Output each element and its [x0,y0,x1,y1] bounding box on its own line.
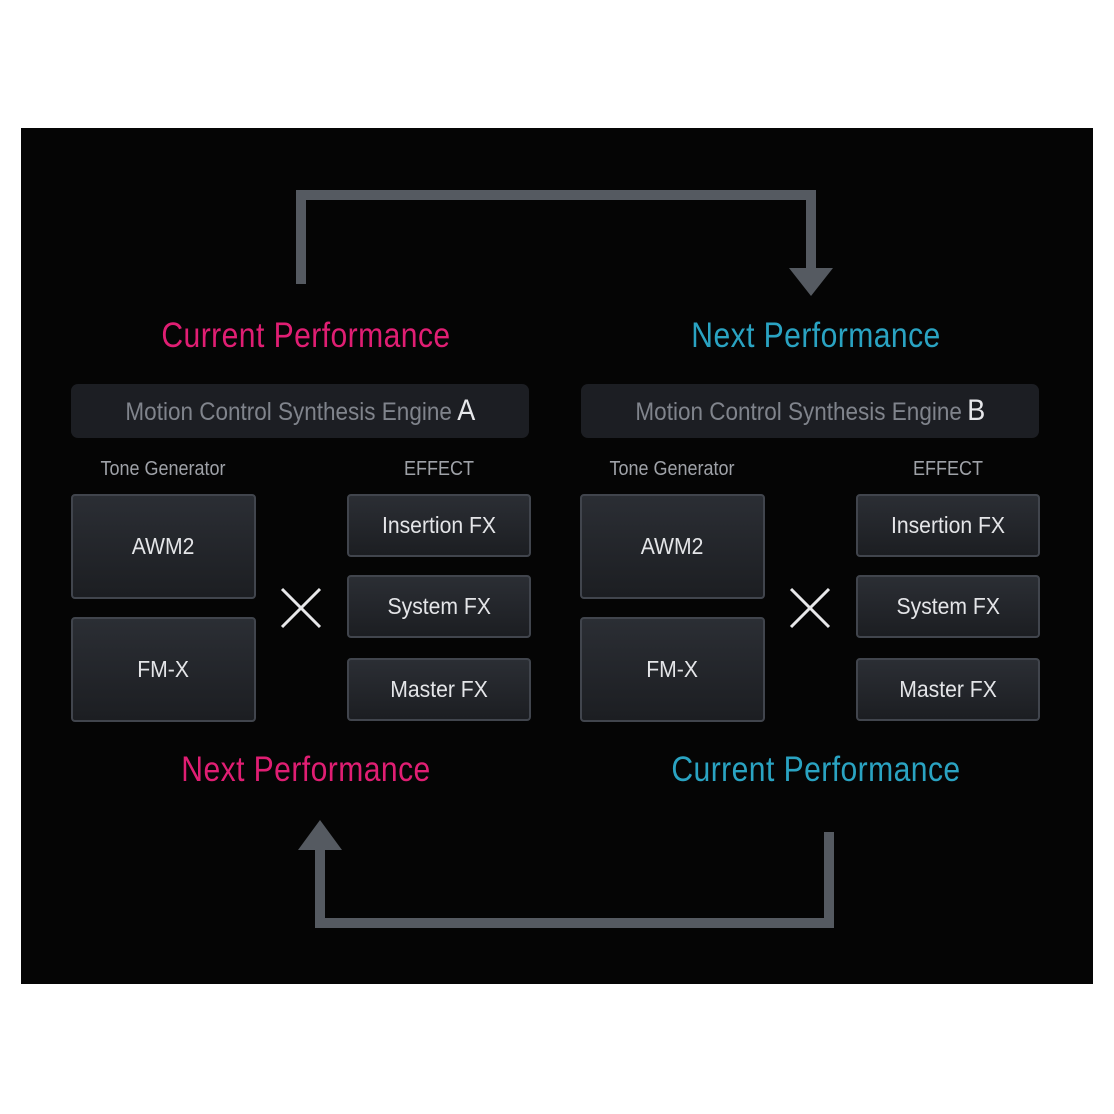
right-tone-generator-box: FM-X [580,617,765,722]
left-tone-generator-box: FM-X [71,617,256,722]
right-bottom-title: Current Performance [671,750,961,789]
right-effect-box: Master FX [856,658,1040,721]
arrow-right-down-icon [296,190,833,296]
left-tone-generator-label: FM-X [137,656,190,682]
left-tone-generator-box: AWM2 [71,494,256,599]
right-tone-generator-label: AWM2 [641,533,704,559]
arrow-left-up-icon [298,820,834,928]
left-effect-box: System FX [347,575,531,638]
right-effect-caption: EFFECT [912,458,984,480]
right-effect-box: System FX [856,575,1040,638]
left-effect-label: Master FX [390,676,488,702]
left-effect-label: System FX [387,593,491,619]
left-tone-generator-caption: Tone Generator [100,458,226,480]
times-icon [280,587,322,629]
engine-b-letter: B [966,394,985,427]
right-tone-generator-label: FM-X [646,656,699,682]
left-effect-box: Master FX [347,658,531,721]
right-top-title: Next Performance [691,316,941,355]
times-icon [789,587,831,629]
engine-b-label: Motion Control Synthesis Engine [635,398,962,426]
right-effect-label: Insertion FX [890,512,1006,538]
right-effect-label: Master FX [899,676,997,702]
left-tone-generator-label: AWM2 [132,533,195,559]
left-effect-caption: EFFECT [403,458,475,480]
left-top-title: Current Performance [161,316,451,355]
right-tone-generator-caption: Tone Generator [609,458,735,480]
left-bottom-title: Next Performance [181,750,431,789]
left-effect-box: Insertion FX [347,494,531,557]
left-effect-label: Insertion FX [381,512,497,538]
right-tone-generator-box: AWM2 [580,494,765,599]
engine-a-label: Motion Control Synthesis Engine [125,398,452,426]
right-effect-label: System FX [896,593,1000,619]
right-effect-box: Insertion FX [856,494,1040,557]
engine-a-letter: A [456,394,475,427]
